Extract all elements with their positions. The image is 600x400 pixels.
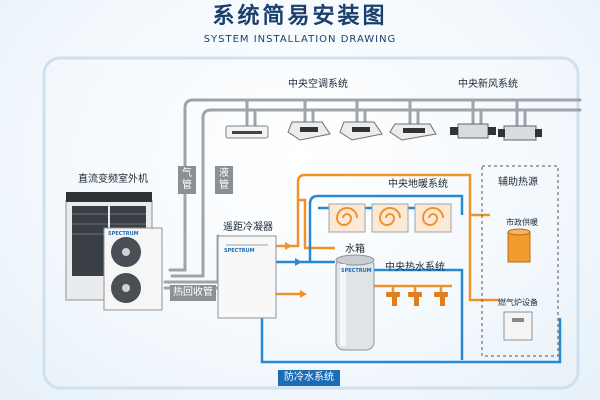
municipal-heating-unit bbox=[507, 228, 531, 263]
gas-pipe-line bbox=[168, 98, 582, 272]
brand-mark-tank: SPECTRUM bbox=[341, 268, 372, 274]
hot-water-pipes bbox=[272, 173, 500, 302]
heat-recovery-arrow bbox=[300, 290, 307, 298]
water-tank-label: 水箱 bbox=[345, 244, 365, 255]
page-title: 系统简易安装图 bbox=[212, 4, 388, 29]
antifreeze-tag: 防冷水系统 bbox=[278, 370, 340, 386]
drop-unit-6 bbox=[515, 98, 527, 128]
cold-water-main bbox=[345, 268, 464, 360]
outdoor-unit-label: 直流变频室外机 bbox=[78, 174, 148, 185]
gas-boiler-label: 燃气炉设备 bbox=[498, 298, 538, 307]
heat-recovery-tag: 热回收管 bbox=[170, 285, 216, 301]
hot-water-label: 中央热水系统 bbox=[385, 262, 445, 273]
drop-unit-3 bbox=[355, 98, 367, 124]
municipal-heat-label: 市政供暖 bbox=[506, 218, 538, 227]
drop-unit-2 bbox=[303, 98, 315, 124]
floor-heating-supply bbox=[275, 173, 490, 248]
remote-condenser-label: 遥距冷凝器 bbox=[223, 222, 273, 233]
central-ac-label: 中央空调系统 bbox=[288, 79, 348, 90]
brand-mark-outdoor: SPECTRUM bbox=[108, 231, 139, 237]
floor-heating-return bbox=[275, 194, 464, 264]
drop-unit-4 bbox=[408, 98, 420, 126]
gas-boiler-unit bbox=[503, 311, 533, 341]
fresh-air-units bbox=[450, 123, 542, 141]
gas-pipe-tag: 气管 bbox=[178, 166, 196, 194]
antifreeze-loop bbox=[260, 318, 562, 364]
diagram-frame bbox=[42, 56, 580, 390]
indoor-ac-units bbox=[225, 121, 437, 141]
return-arrow bbox=[295, 258, 302, 266]
floor-heating-coils bbox=[328, 203, 452, 233]
drop-unit-5 bbox=[471, 98, 483, 126]
tank-supply bbox=[298, 198, 335, 250]
central-fresh-air-label: 中央新风系统 bbox=[458, 79, 518, 90]
remote-condenser-unit bbox=[217, 235, 277, 319]
tap-drops bbox=[391, 286, 443, 292]
supply-arrow bbox=[285, 242, 292, 250]
liquid-pipe-tag: 液管 bbox=[215, 166, 233, 194]
aux-heat-box bbox=[481, 165, 559, 357]
brand-mark-condenser: SPECTRUM bbox=[224, 248, 255, 254]
water-tank-unit bbox=[335, 254, 375, 351]
aux-heat-label: 辅助热源 bbox=[498, 177, 538, 188]
liquid-pipe-line bbox=[170, 108, 582, 278]
outdoor-unit bbox=[65, 192, 163, 311]
faucets bbox=[386, 292, 448, 306]
drop-unit-1 bbox=[245, 98, 257, 128]
page-subtitle: SYSTEM INSTALLATION DRAWING bbox=[203, 34, 397, 45]
floor-heating-label: 中央地暖系统 bbox=[388, 179, 448, 190]
refrigerant-pipes bbox=[163, 98, 582, 290]
boiler-supply bbox=[468, 215, 500, 302]
